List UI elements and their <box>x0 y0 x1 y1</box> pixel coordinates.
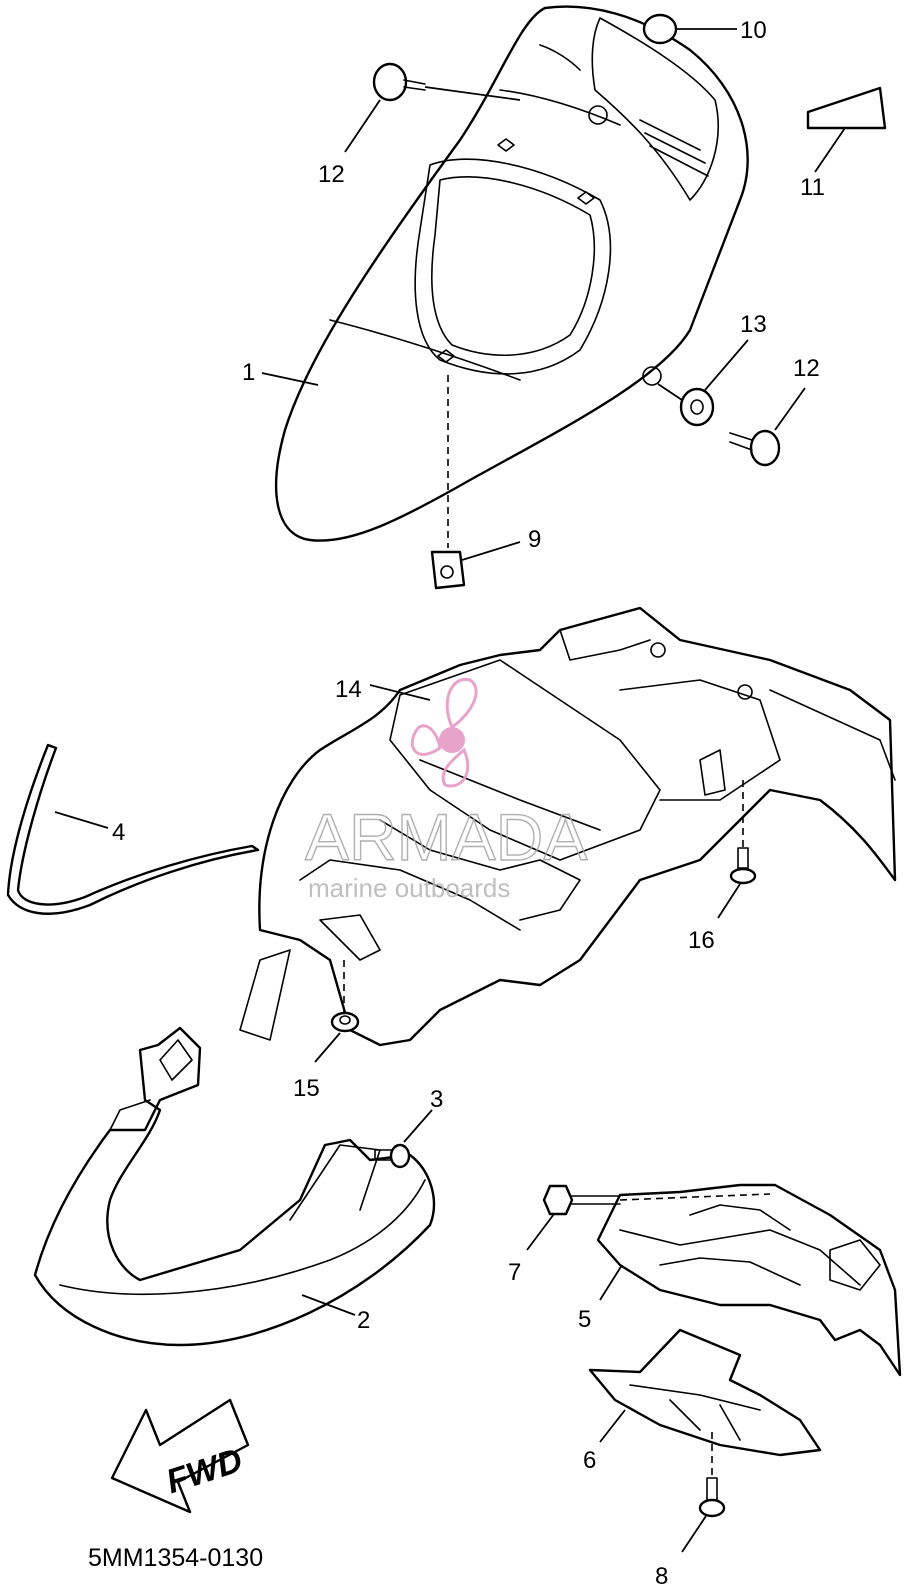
rear-cover-part <box>33 1026 436 1347</box>
cap-part <box>642 13 678 45</box>
callout-15: 15 <box>293 1075 320 1102</box>
hood-bracket-part <box>596 1183 902 1377</box>
screw-part-12-right <box>729 429 781 467</box>
callout-12-top: 12 <box>318 161 345 188</box>
callout-14: 14 <box>335 676 362 703</box>
screw-part-3 <box>374 1143 411 1169</box>
callout-13: 13 <box>740 311 767 338</box>
bolt-part-7 <box>542 1184 771 1216</box>
callout-4: 4 <box>112 819 125 846</box>
callout-5: 5 <box>578 1306 591 1333</box>
propeller-icon <box>410 677 478 788</box>
callout-9: 9 <box>528 526 541 553</box>
nut-part-15 <box>330 1011 360 1033</box>
callout-10: 10 <box>740 17 767 44</box>
callout-6: 6 <box>583 1447 596 1474</box>
watermark-logo: ARMADA marine outboards <box>304 677 588 903</box>
diagram-code: 5MM1354-0130 <box>88 1544 263 1572</box>
callout-12-right: 12 <box>793 355 820 382</box>
forward-arrow-icon: FWD <box>110 1398 250 1514</box>
screw-part-16 <box>729 847 757 885</box>
watermark-brand: ARMADA <box>305 800 587 874</box>
callout-1: 1 <box>242 359 255 386</box>
callout-16: 16 <box>688 927 715 954</box>
callout-8: 8 <box>655 1563 668 1590</box>
callout-3: 3 <box>430 1086 443 1113</box>
grommet-part <box>679 387 715 427</box>
top-cover-part <box>274 5 749 542</box>
watermark-tagline: marine outboards <box>308 873 510 903</box>
hood-liner-part <box>239 606 897 1047</box>
nut-part-9 <box>430 550 466 590</box>
callout-2: 2 <box>357 1307 370 1334</box>
seal-strip-part <box>6 743 260 915</box>
screw-part-8 <box>698 1477 726 1518</box>
callout-7: 7 <box>508 1259 521 1286</box>
plate-part <box>588 1328 822 1457</box>
callout-11: 11 <box>800 174 825 201</box>
screw-part-12-top <box>372 62 521 102</box>
label-part <box>806 86 887 130</box>
